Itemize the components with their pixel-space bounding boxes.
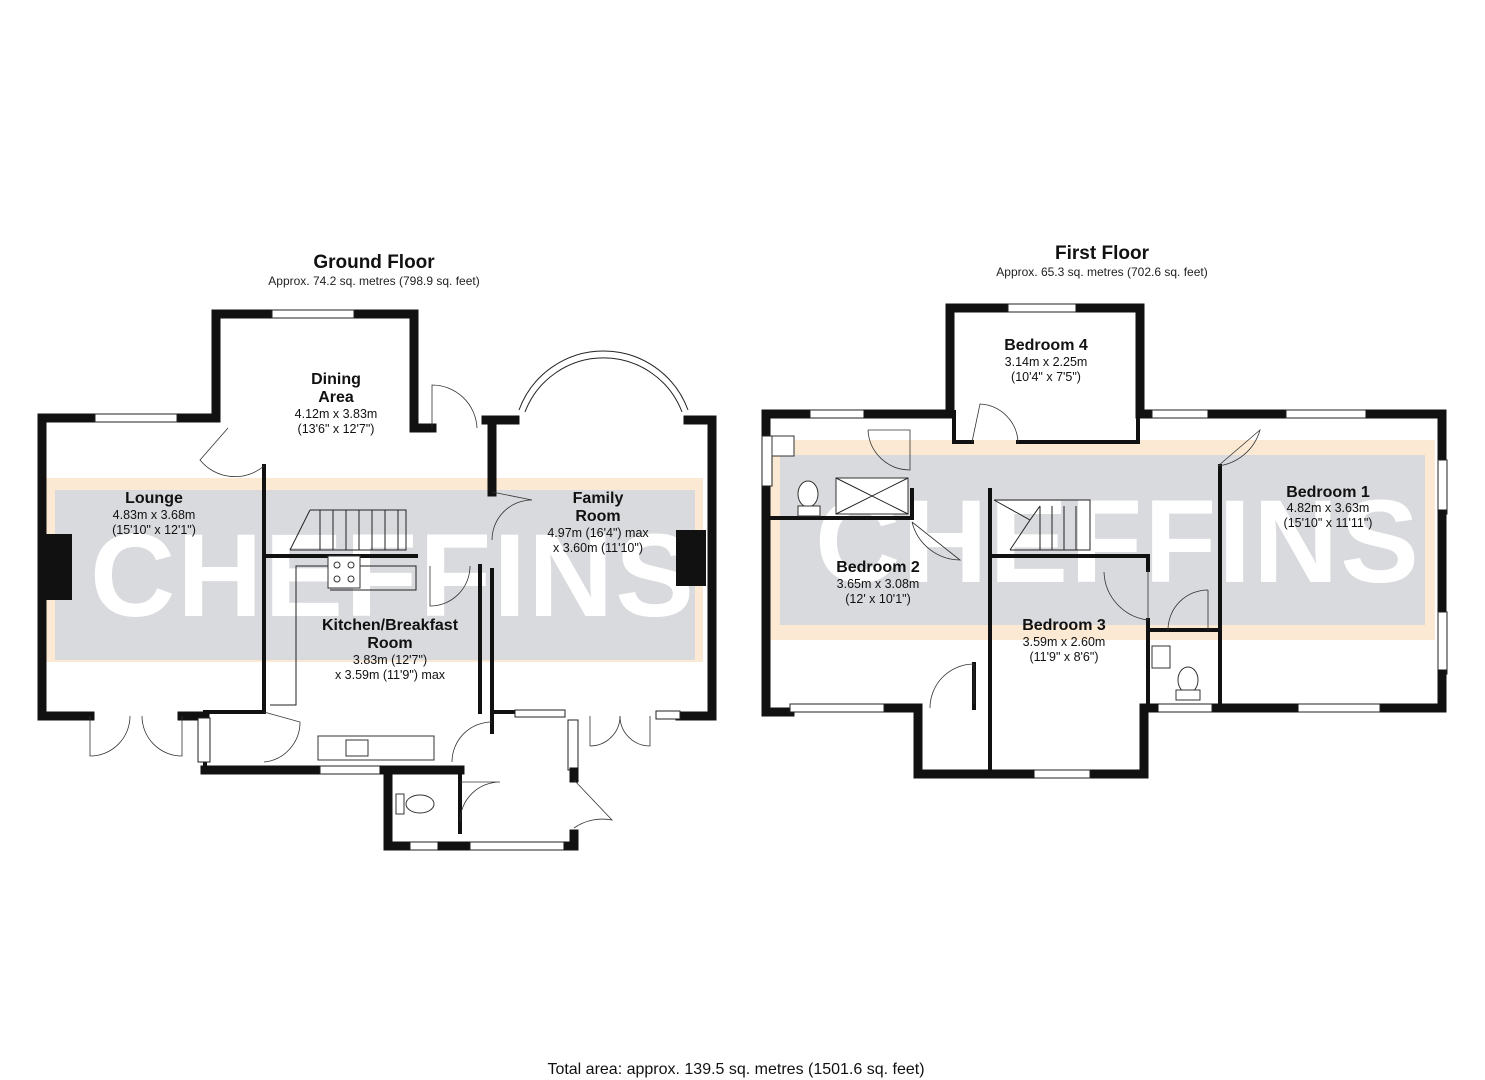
ground-floor-area: Approx. 74.2 sq. metres (798.9 sq. feet) [268, 274, 479, 288]
room-name: Lounge [125, 490, 183, 507]
room-dims: (11'9" x 8'6") [1029, 650, 1098, 664]
ground-floor-plan: CHEFFINS [37, 252, 717, 851]
room-dims: x 3.59m (11'9") max [335, 668, 446, 682]
dining-wall-right [350, 309, 437, 433]
window [1029, 769, 1091, 779]
lounge-chimney [42, 534, 72, 600]
stairs-first [993, 499, 1091, 551]
room-dims: (15'10" x 12'1") [112, 523, 196, 537]
window [1293, 703, 1381, 713]
watermark-text: CHEFFINS [815, 476, 1421, 608]
room-dims: 3.59m x 2.60m [1023, 635, 1106, 649]
bay-window-inner [524, 357, 683, 413]
window [319, 765, 385, 775]
room-name: Dining [311, 371, 361, 388]
window [1437, 459, 1448, 515]
room-name: Bedroom 1 [1286, 484, 1370, 501]
room-dims: x 3.60m (11'10") [553, 541, 643, 555]
window [514, 709, 566, 718]
first-floor-plan: CHEFFINS [761, 243, 1448, 779]
window [1437, 611, 1448, 675]
sink-unit [317, 735, 435, 761]
room-dims: 3.14m x 2.25m [1005, 355, 1088, 369]
first-floor-title: First Floor [1055, 243, 1150, 264]
room-dims: (13'6" x 12'7") [298, 422, 375, 436]
room-dims: 4.12m x 3.83m [295, 407, 378, 421]
room-dims: 4.82m x 3.63m [1287, 501, 1370, 515]
first-floor-area: Approx. 65.3 sq. metres (702.6 sq. feet) [996, 265, 1207, 279]
room-name: Kitchen/Breakfast [322, 617, 459, 634]
window [1153, 703, 1213, 713]
room-dims: (10'4" x 7'5") [1011, 370, 1081, 384]
toilet [1177, 666, 1199, 694]
room-dims: 4.83m x 3.68m [113, 508, 196, 522]
window [271, 309, 355, 319]
doors-ground [89, 384, 651, 829]
window [409, 841, 443, 851]
total-area: Total area: approx. 139.5 sq. metres (15… [547, 1061, 924, 1078]
family-wall-right [675, 415, 717, 721]
basin [1151, 645, 1171, 669]
room-dims: (15'10" x 11'11") [1284, 516, 1373, 530]
room-name: Bedroom 2 [836, 559, 920, 576]
room-name: Bedroom 3 [1022, 617, 1106, 634]
hob [327, 555, 361, 589]
stairs-ground [289, 509, 407, 551]
dining-wall-left [177, 309, 277, 423]
window [1151, 409, 1213, 419]
toilet [797, 480, 819, 508]
window [469, 841, 569, 851]
room-name: Bedroom 4 [1004, 337, 1088, 354]
room-name: Room [575, 508, 620, 525]
window [567, 719, 579, 771]
window [1285, 409, 1371, 419]
room-name: Area [318, 389, 354, 406]
room-name: Room [367, 635, 412, 652]
room-dims: 4.97m (16'4") max [547, 526, 649, 540]
window [1007, 303, 1081, 313]
window [94, 413, 178, 423]
room-dims: (12' x 10'1") [845, 592, 911, 606]
window [789, 703, 885, 713]
room-dims: 3.65m x 3.08m [837, 577, 920, 591]
room-dims: 3.83m (12'7") [353, 653, 427, 667]
basin [771, 435, 795, 457]
wc-toilet [405, 794, 435, 814]
watermark-band-inner [55, 490, 695, 660]
window [761, 435, 773, 487]
window [809, 409, 869, 419]
watermark-text: CHEFFINS [90, 510, 696, 642]
ground-floor-title: Ground Floor [313, 252, 435, 273]
window [197, 717, 211, 763]
room-name: Family [573, 490, 624, 507]
sink-bowl [345, 739, 369, 757]
bedroom2-wall [761, 409, 815, 717]
window [655, 710, 681, 720]
doors-first [867, 403, 1261, 709]
wc-wall [383, 767, 415, 851]
bay-window-outer [518, 350, 689, 411]
family-chimney [676, 530, 706, 586]
